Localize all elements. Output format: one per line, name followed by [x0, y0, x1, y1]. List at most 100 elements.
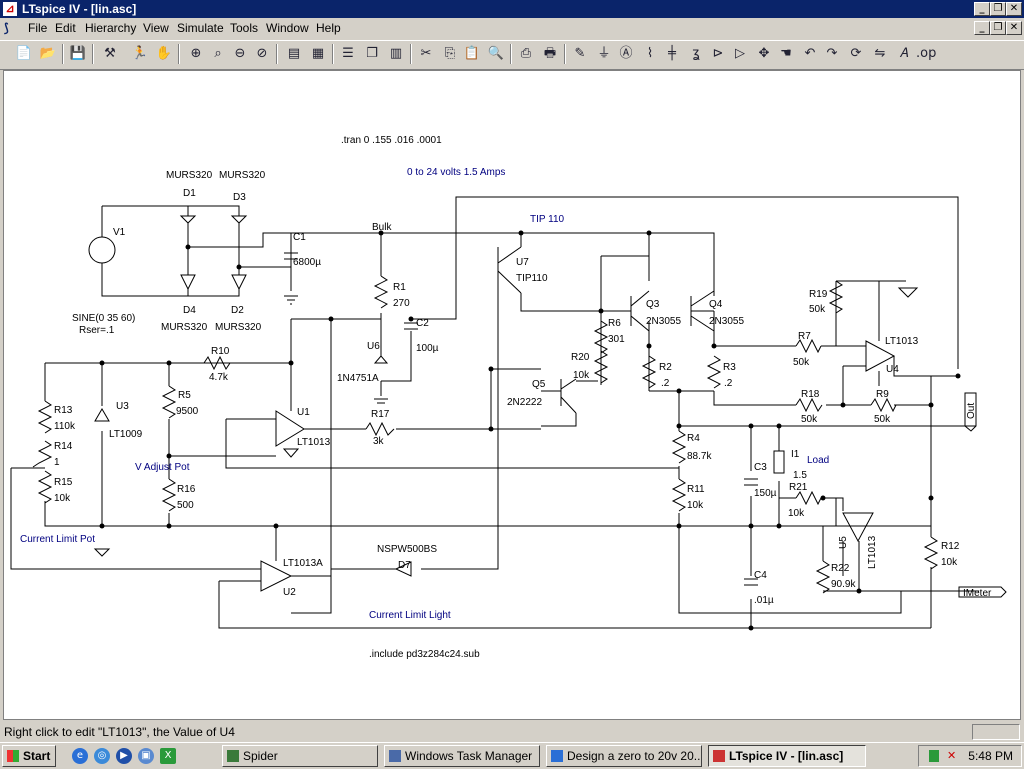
mdi-close-button[interactable]: ✕ — [1006, 21, 1022, 35]
cascade-icon[interactable]: ❐ — [366, 46, 378, 61]
new-schematic-icon[interactable]: 📄 — [15, 46, 33, 61]
resistors-r5-r16[interactable] — [161, 385, 177, 512]
net-label-imeter[interactable]: IMeter — [963, 588, 992, 599]
comment-current-limit-pot[interactable]: Current Limit Pot — [20, 534, 95, 545]
ie-icon[interactable]: e — [72, 748, 88, 764]
zoom-out-icon[interactable]: ⊖ — [234, 46, 246, 61]
led-d7[interactable] — [394, 561, 412, 577]
diode-icon[interactable]: ⊳ — [712, 46, 724, 61]
document-icon[interactable]: ⟆ — [4, 21, 9, 35]
close-button[interactable]: ✕ — [1006, 2, 1022, 16]
opamp-u4[interactable] — [865, 340, 896, 372]
redo-icon[interactable]: ↷ — [826, 46, 838, 61]
halt-icon[interactable]: ✋ — [155, 46, 173, 61]
find-icon[interactable]: 🔍 — [487, 46, 505, 61]
menu-simulate[interactable]: Simulate — [177, 21, 224, 35]
menu-tools[interactable]: Tools — [230, 21, 259, 35]
label-net-icon[interactable]: Ⓐ — [619, 46, 633, 61]
comment-load[interactable]: Load — [807, 455, 829, 466]
resistor-icon[interactable]: ⌇ — [646, 46, 654, 61]
excel-icon[interactable]: X — [160, 748, 176, 764]
save-icon[interactable]: 💾 — [69, 46, 87, 61]
open-icon[interactable]: 📂 — [39, 46, 57, 61]
capacitor-c1[interactable] — [284, 252, 298, 260]
media-player-icon[interactable]: ▶ — [116, 748, 132, 764]
desktop-icon[interactable]: ▣ — [138, 748, 154, 764]
net-label-bulk[interactable]: Bulk — [372, 222, 392, 233]
run-icon[interactable]: 🏃 — [131, 46, 149, 61]
resistors-r4-r11[interactable] — [671, 430, 687, 512]
drag-icon[interactable]: ☚ — [780, 46, 792, 61]
print-setup-icon[interactable]: ⎙ — [520, 46, 532, 61]
menu-window[interactable]: Window — [266, 21, 309, 35]
capacitors-c3-c4[interactable] — [744, 478, 758, 586]
tray-alert-icon[interactable]: ✕ — [947, 750, 957, 762]
resistor-r10[interactable] — [203, 355, 231, 371]
paste-icon[interactable]: 📋 — [463, 46, 481, 61]
restore-button[interactable]: ❐ — [990, 2, 1006, 16]
menu-edit[interactable]: Edit — [55, 21, 76, 35]
bridge-diodes[interactable] — [179, 215, 248, 291]
schematic-canvas[interactable]: .tran 0 .155 .016 .0001 .include pd3z284… — [3, 70, 1021, 720]
current-source-i1[interactable] — [773, 450, 785, 474]
copy-icon[interactable]: ⎘ — [444, 46, 456, 61]
draw-wire-icon[interactable]: ✎ — [574, 46, 586, 61]
zoom-in-icon[interactable]: ⊕ — [190, 46, 202, 61]
transistors-q3-q4[interactable] — [630, 290, 715, 332]
network-icon[interactable] — [929, 750, 939, 762]
net-flags[interactable] — [958, 392, 1007, 598]
print-icon[interactable]: 🖶 — [543, 46, 557, 61]
task-ltspice[interactable]: LTspice IV - [lin.asc] — [708, 745, 866, 767]
resistor-r21[interactable] — [795, 490, 822, 506]
minimize-button[interactable]: _ — [974, 2, 990, 16]
opamp-u1[interactable] — [275, 410, 305, 447]
capacitor-c2[interactable] — [404, 322, 418, 330]
resistors-r19-r7[interactable] — [795, 280, 844, 354]
ground-icon[interactable]: ⏚ — [597, 46, 611, 61]
browser-icon[interactable]: ◎ — [94, 748, 110, 764]
include-directive[interactable]: .include pd3z284c24.sub — [369, 649, 480, 660]
opamp-u2[interactable] — [260, 560, 293, 592]
text-icon[interactable]: 𝐴 — [899, 46, 909, 61]
tran-directive[interactable]: .tran 0 .155 .016 .0001 — [341, 135, 442, 146]
comment-range[interactable]: 0 to 24 volts 1.5 Amps — [407, 167, 505, 178]
resistors-r13-r14-r15[interactable] — [32, 400, 53, 504]
resistors-r6-r2-r3-r20[interactable] — [593, 320, 722, 389]
spice-directive-icon[interactable]: .op — [916, 46, 937, 61]
menu-help[interactable]: Help — [316, 21, 341, 35]
comment-current-limit-light[interactable]: Current Limit Light — [369, 610, 451, 621]
menu-file[interactable]: File — [28, 21, 48, 35]
cut-icon[interactable]: ✂ — [420, 46, 432, 61]
transistor-u7[interactable] — [497, 246, 522, 294]
move-icon[interactable]: ✥ — [758, 46, 770, 61]
autorange-icon[interactable]: ▤ — [287, 46, 301, 61]
ltspice-app-icon[interactable]: ⊿ — [3, 2, 17, 16]
grid-icon[interactable]: ▦ — [311, 46, 325, 61]
tile-horizontal-icon[interactable]: ☰ — [342, 46, 354, 61]
tile-vertical-icon[interactable]: ▥ — [389, 46, 403, 61]
rotate-icon[interactable]: ⟳ — [850, 46, 862, 61]
opamp-u5[interactable] — [842, 512, 874, 543]
pan-icon[interactable]: ⌕ — [214, 46, 222, 61]
menu-hierarchy[interactable]: Hierarchy — [85, 21, 137, 35]
task-spider[interactable]: Spider — [222, 745, 378, 767]
reference-u3[interactable] — [93, 408, 111, 557]
capacitor-icon[interactable]: ╪ — [668, 46, 676, 61]
transistor-q5[interactable] — [560, 378, 577, 414]
resistors-r22-r12[interactable] — [815, 536, 939, 594]
component-icon[interactable]: ▷ — [735, 46, 745, 61]
comment-tip110[interactable]: TIP 110 — [530, 214, 565, 225]
resistor-r17[interactable] — [365, 421, 395, 437]
control-panel-icon[interactable]: ⚒ — [104, 46, 116, 61]
resistor-r1[interactable] — [373, 275, 389, 309]
zoom-fit-icon[interactable]: ⊘ — [256, 46, 268, 61]
resistors-r18-r9[interactable] — [795, 397, 897, 413]
menu-view[interactable]: View — [143, 21, 169, 35]
task-browser[interactable]: Design a zero to 20v 20... — [546, 745, 702, 767]
net-label-out[interactable]: Out — [966, 403, 977, 419]
comment-vadjust[interactable]: V Adjust Pot — [135, 462, 190, 473]
zener-u6[interactable] — [373, 355, 389, 364]
task-task-manager[interactable]: Windows Task Manager — [384, 745, 540, 767]
voltage-source-v1[interactable] — [88, 236, 116, 264]
inductor-icon[interactable]: ʓ — [692, 46, 700, 61]
